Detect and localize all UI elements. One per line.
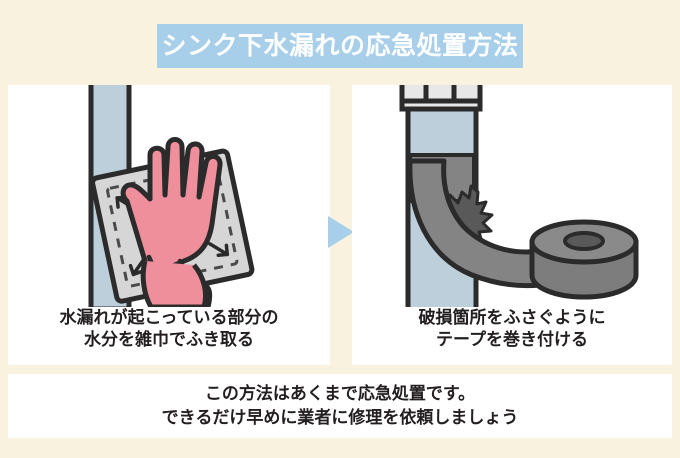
page-title: シンク下水漏れの応急処置方法 [161,31,519,60]
right-arrow-icon [328,216,354,248]
step-2-illustration [352,85,672,307]
step-2-caption-line-2: テープを巻き付ける [436,329,588,349]
tape-roll [529,219,639,300]
step-2-panel: 破損箇所をふさぐように テープを巻き付ける [352,85,672,365]
step-2-caption-line-1: 破損箇所をふさぐように [418,308,606,327]
footer-line-2: できるだけ早めに業者に修理を依頼しましょう [161,408,519,427]
step-arrow [326,214,356,250]
step-1-caption: 水漏れが起こっている部分の 水分を雑巾でふき取る [8,307,330,351]
step-1-panel: 水漏れが起こっている部分の 水分を雑巾でふき取る [8,85,330,365]
footer-note: この方法はあくまで応急処置です。 できるだけ早めに業者に修理を依頼しましょう [8,374,672,438]
footer-line-1: この方法はあくまで応急処置です。 [204,384,476,404]
step-2-caption: 破損箇所をふさぐように テープを巻き付ける [352,307,672,351]
title-banner: シンク下水漏れの応急処置方法 [157,24,523,68]
tape-wrapped-pipe-icon [399,85,639,307]
step-1-illustration [8,85,330,307]
pipe-fitting [399,85,483,112]
step-1-caption-line-1: 水漏れが起こっている部分の [59,308,279,327]
hand-wiping-pipe-icon [88,85,255,307]
gloved-hand [120,137,223,307]
step-1-caption-line-2: 水分を雑巾でふき取る [84,329,254,349]
